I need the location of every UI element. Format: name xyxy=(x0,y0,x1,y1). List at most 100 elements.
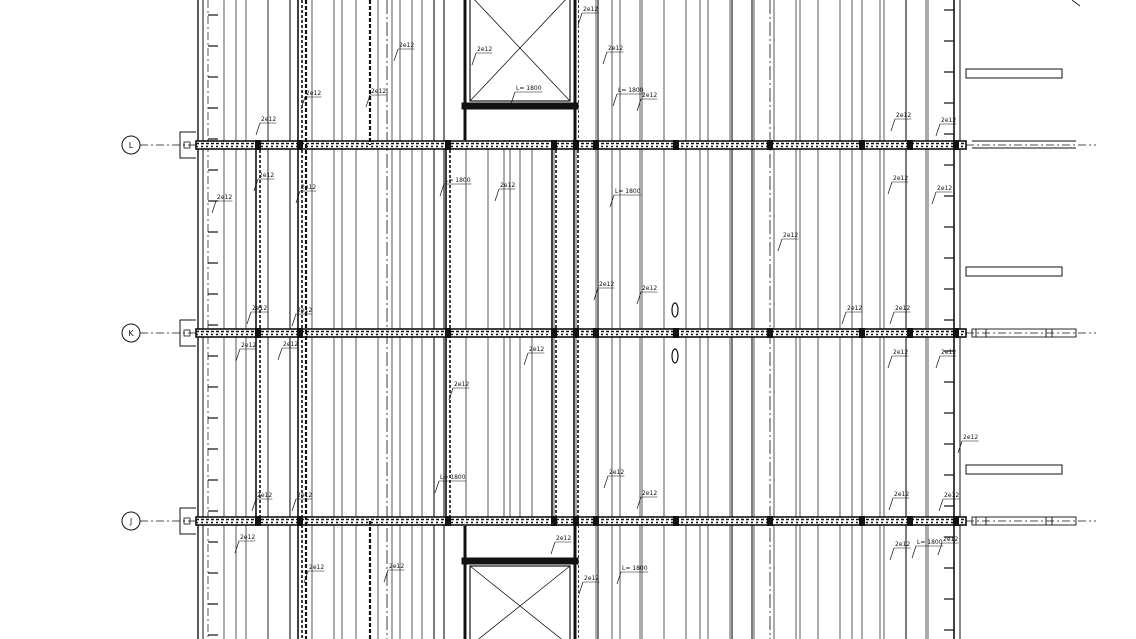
annotation-tag: 2e12 xyxy=(935,349,957,369)
svg-text:2e12: 2e12 xyxy=(252,305,267,312)
svg-text:2e12: 2e12 xyxy=(283,341,298,348)
annotation-tag: 2e12 xyxy=(550,535,572,555)
beam xyxy=(140,319,1096,347)
svg-text:K: K xyxy=(128,329,134,338)
annotation-tag: L= 1800 xyxy=(612,87,645,107)
svg-text:2e12: 2e12 xyxy=(584,575,599,582)
svg-text:2e12: 2e12 xyxy=(608,45,623,52)
grid-bubble-l: L xyxy=(121,135,141,155)
svg-text:L= 1800: L= 1800 xyxy=(445,177,471,184)
svg-text:L= 1800: L= 1800 xyxy=(516,85,542,92)
svg-text:2e12: 2e12 xyxy=(937,185,952,192)
svg-text:2e12: 2e12 xyxy=(609,469,624,476)
svg-text:2e12: 2e12 xyxy=(240,534,255,541)
annotation-tag: 2e12 xyxy=(636,490,658,510)
svg-text:2e12: 2e12 xyxy=(500,182,515,189)
annotation-tag: 2e12 xyxy=(937,536,959,556)
annotation-tag: 2e12 xyxy=(211,194,233,214)
annotation-tag: 2e12 xyxy=(253,172,275,192)
beam xyxy=(140,507,1096,535)
svg-text:2e12: 2e12 xyxy=(454,381,469,388)
annotation-tag: 2e12 xyxy=(888,491,910,511)
annotation-tag: 2e12 xyxy=(393,42,415,62)
svg-text:2e12: 2e12 xyxy=(306,90,321,97)
annotation-tag: 2e12 xyxy=(636,92,658,112)
anchor-marker xyxy=(671,348,679,364)
annotation-tag: 2e12 xyxy=(277,341,299,361)
annotation-tag: L= 1800 xyxy=(609,188,642,208)
grid-bubbles: L K J xyxy=(121,135,141,531)
annotation-tag: 2e12 xyxy=(365,88,387,108)
svg-text:2e12: 2e12 xyxy=(297,307,312,314)
annotation-tag: 2e12 xyxy=(303,564,325,584)
annotation-tag: 2e12 xyxy=(593,281,615,301)
annotation-tag: 2e12 xyxy=(291,492,313,512)
svg-text:2e12: 2e12 xyxy=(944,492,959,499)
svg-text:2e12: 2e12 xyxy=(217,194,232,201)
secondary-beam xyxy=(255,145,261,521)
annotation-tag: 2e12 xyxy=(889,541,911,561)
annotation-tag: 2e12 xyxy=(935,117,957,137)
annotation-tag: L= 1800 xyxy=(439,177,472,197)
svg-text:2e12: 2e12 xyxy=(941,349,956,356)
svg-text:2e12: 2e12 xyxy=(259,172,274,179)
svg-text:L= 1800: L= 1800 xyxy=(615,188,641,195)
svg-text:2e12: 2e12 xyxy=(894,491,909,498)
beam xyxy=(140,131,1096,159)
beam-extension xyxy=(971,516,1077,526)
svg-text:2e12: 2e12 xyxy=(895,541,910,548)
svg-text:2e12: 2e12 xyxy=(301,184,316,191)
annotation-tag: L= 1800 xyxy=(616,565,649,585)
annotation-tag: 2e12 xyxy=(603,469,625,489)
annotation-tag: 2e12 xyxy=(887,175,909,195)
svg-text:2e12: 2e12 xyxy=(556,535,571,542)
annotation-tag: 2e12 xyxy=(246,305,268,325)
annotation-tag: L= 1800 xyxy=(434,474,467,494)
anchor-marker xyxy=(671,302,679,318)
svg-text:2e12: 2e12 xyxy=(583,6,598,13)
annotation-tag: 2e12 xyxy=(578,575,600,595)
annotation-tag: 2e12 xyxy=(255,116,277,136)
annotation-tag: 2e12 xyxy=(957,434,979,454)
svg-text:L= 1800: L= 1800 xyxy=(917,539,943,546)
svg-text:2e12: 2e12 xyxy=(477,46,492,53)
svg-text:L= 1800: L= 1800 xyxy=(622,565,648,572)
annotation-tag: 2e12 xyxy=(841,305,863,325)
svg-text:2e12: 2e12 xyxy=(896,112,911,119)
svg-text:2e12: 2e12 xyxy=(893,175,908,182)
svg-text:2e12: 2e12 xyxy=(941,117,956,124)
annotation-tag: 2e12 xyxy=(636,285,658,305)
side-bracket xyxy=(965,68,1063,79)
svg-text:L= 1800: L= 1800 xyxy=(618,87,644,94)
svg-text:2e12: 2e12 xyxy=(642,490,657,497)
annotation-tag: 2e12 xyxy=(577,6,599,26)
svg-text:L: L xyxy=(129,141,134,150)
svg-text:2e12: 2e12 xyxy=(963,434,978,441)
svg-text:2e12: 2e12 xyxy=(642,92,657,99)
annotation-tags: 2e12 2e12 2e12 L= 1800 2e12 2e12 2e12 L= 1800 2e… xyxy=(211,6,979,595)
shaft-opening xyxy=(462,526,578,639)
main-beams xyxy=(140,131,1096,535)
beam-extension xyxy=(971,328,1077,338)
annotation-tag: 2e12 xyxy=(889,305,911,325)
annotation-tag: 2e12 xyxy=(291,307,313,327)
shaft-openings xyxy=(461,0,579,639)
svg-text:2e12: 2e12 xyxy=(895,305,910,312)
vertical-joists xyxy=(208,0,954,639)
annotation-tag: 2e12 xyxy=(931,185,953,205)
svg-text:2e12: 2e12 xyxy=(309,564,324,571)
annotation-tag: L= 1800 xyxy=(911,539,944,559)
svg-text:2e12: 2e12 xyxy=(943,536,958,543)
annotation-tag: 2e12 xyxy=(300,90,322,110)
shaft-opening xyxy=(462,0,578,140)
annotation-tag: 2e12 xyxy=(383,563,405,583)
side-bracket xyxy=(965,266,1063,277)
svg-text:2e12: 2e12 xyxy=(297,492,312,499)
svg-text:2e12: 2e12 xyxy=(389,563,404,570)
annotation-tag: 2e12 xyxy=(777,232,799,252)
svg-text:2e12: 2e12 xyxy=(241,342,256,349)
annotation-tag: 2e12 xyxy=(471,46,493,66)
svg-text:2e12: 2e12 xyxy=(847,305,862,312)
annotation-tag: 2e12 xyxy=(234,534,256,554)
svg-text:J: J xyxy=(129,517,132,526)
